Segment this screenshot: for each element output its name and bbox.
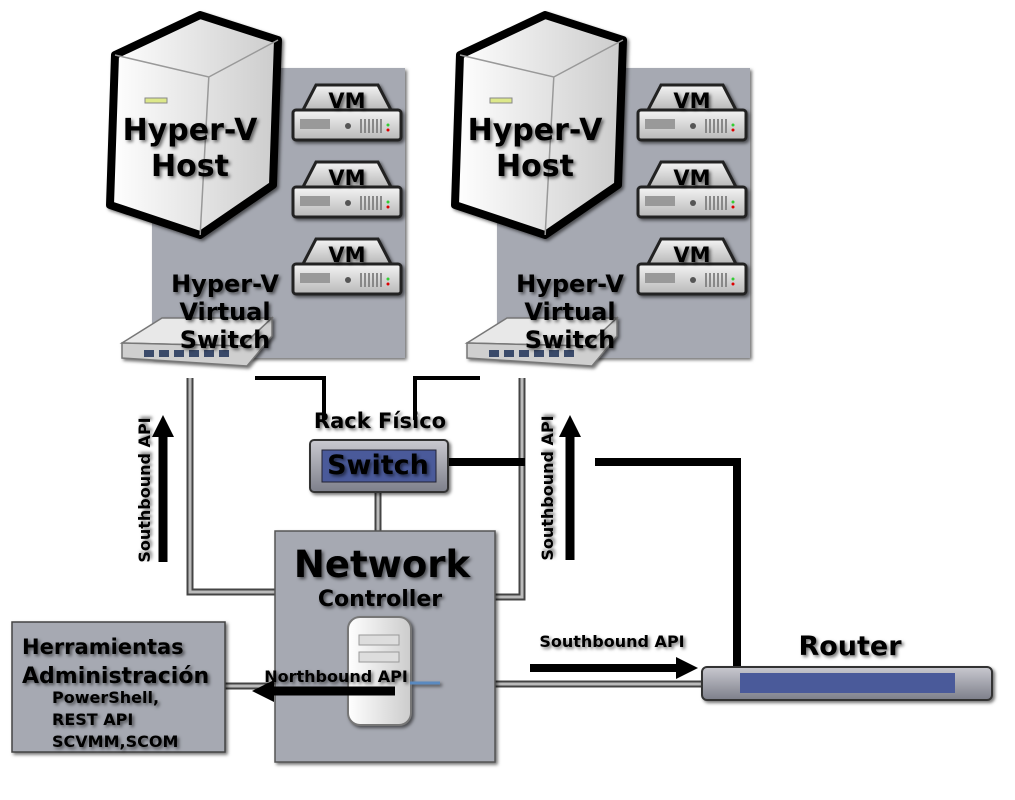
vm-label: VM bbox=[673, 166, 710, 190]
southbound-arrow-right-icon bbox=[559, 415, 581, 560]
southbound-arrow-router-icon bbox=[530, 657, 698, 679]
vm-server[interactable]: VM bbox=[636, 237, 748, 296]
controller-title: Network bbox=[294, 543, 472, 586]
tools-title: Herramientas bbox=[22, 635, 184, 659]
gray-links bbox=[186, 378, 702, 690]
host-title: Host bbox=[151, 149, 229, 184]
vswitch-label: Switch bbox=[180, 326, 270, 354]
router-label: Router bbox=[798, 631, 902, 662]
vm-label: VM bbox=[328, 166, 365, 190]
southbound-label: Southbound API bbox=[538, 415, 557, 560]
tools-title: Administración bbox=[22, 664, 209, 689]
vm-server[interactable]: VM bbox=[291, 83, 403, 142]
rack-switch[interactable]: Switch bbox=[309, 439, 449, 493]
vswitch-label: Hyper-V bbox=[516, 270, 624, 298]
hyper-v-host-tower bbox=[451, 11, 627, 239]
vm-label: VM bbox=[328, 243, 365, 267]
tools-item: PowerShell, bbox=[52, 688, 159, 707]
host-title: Hyper-V bbox=[123, 113, 259, 148]
vm-label: VM bbox=[673, 89, 710, 113]
northbound-arrow-icon bbox=[252, 680, 395, 702]
tools-item: REST API bbox=[52, 710, 133, 729]
router[interactable] bbox=[701, 666, 993, 701]
black-links bbox=[255, 376, 741, 668]
rack-label: Rack Físico bbox=[314, 409, 446, 433]
vm-server[interactable]: VM bbox=[636, 160, 748, 219]
vm-label: VM bbox=[328, 89, 365, 113]
vswitch-label: Hyper-V bbox=[171, 270, 279, 298]
virtual-switch-icon[interactable] bbox=[464, 316, 619, 367]
vm-server[interactable]: VM bbox=[291, 160, 403, 219]
southbound-label: Southbound API bbox=[539, 632, 684, 651]
northbound-label: Northbound API bbox=[264, 667, 408, 686]
virtual-switch-icon[interactable] bbox=[119, 316, 274, 367]
southbound-label: Southbound API bbox=[135, 417, 154, 562]
host-title: Host bbox=[496, 149, 574, 184]
vswitch-label: Virtual bbox=[524, 298, 615, 326]
controller-subtitle: Controller bbox=[318, 587, 442, 612]
vm-label: VM bbox=[673, 243, 710, 267]
southbound-arrow-left-icon bbox=[152, 415, 174, 562]
rack-switch-label: Switch bbox=[327, 450, 429, 481]
vswitch-label: Switch bbox=[525, 326, 615, 354]
host-title: Hyper-V bbox=[468, 113, 604, 148]
hyper-v-host-tower bbox=[106, 11, 282, 239]
vswitch-label: Virtual bbox=[179, 298, 270, 326]
vm-server[interactable]: VM bbox=[636, 83, 748, 142]
controller-server-icon bbox=[347, 616, 440, 726]
tools-item: SCVMM,SCOM bbox=[52, 732, 178, 751]
vm-server[interactable]: VM bbox=[291, 237, 403, 296]
